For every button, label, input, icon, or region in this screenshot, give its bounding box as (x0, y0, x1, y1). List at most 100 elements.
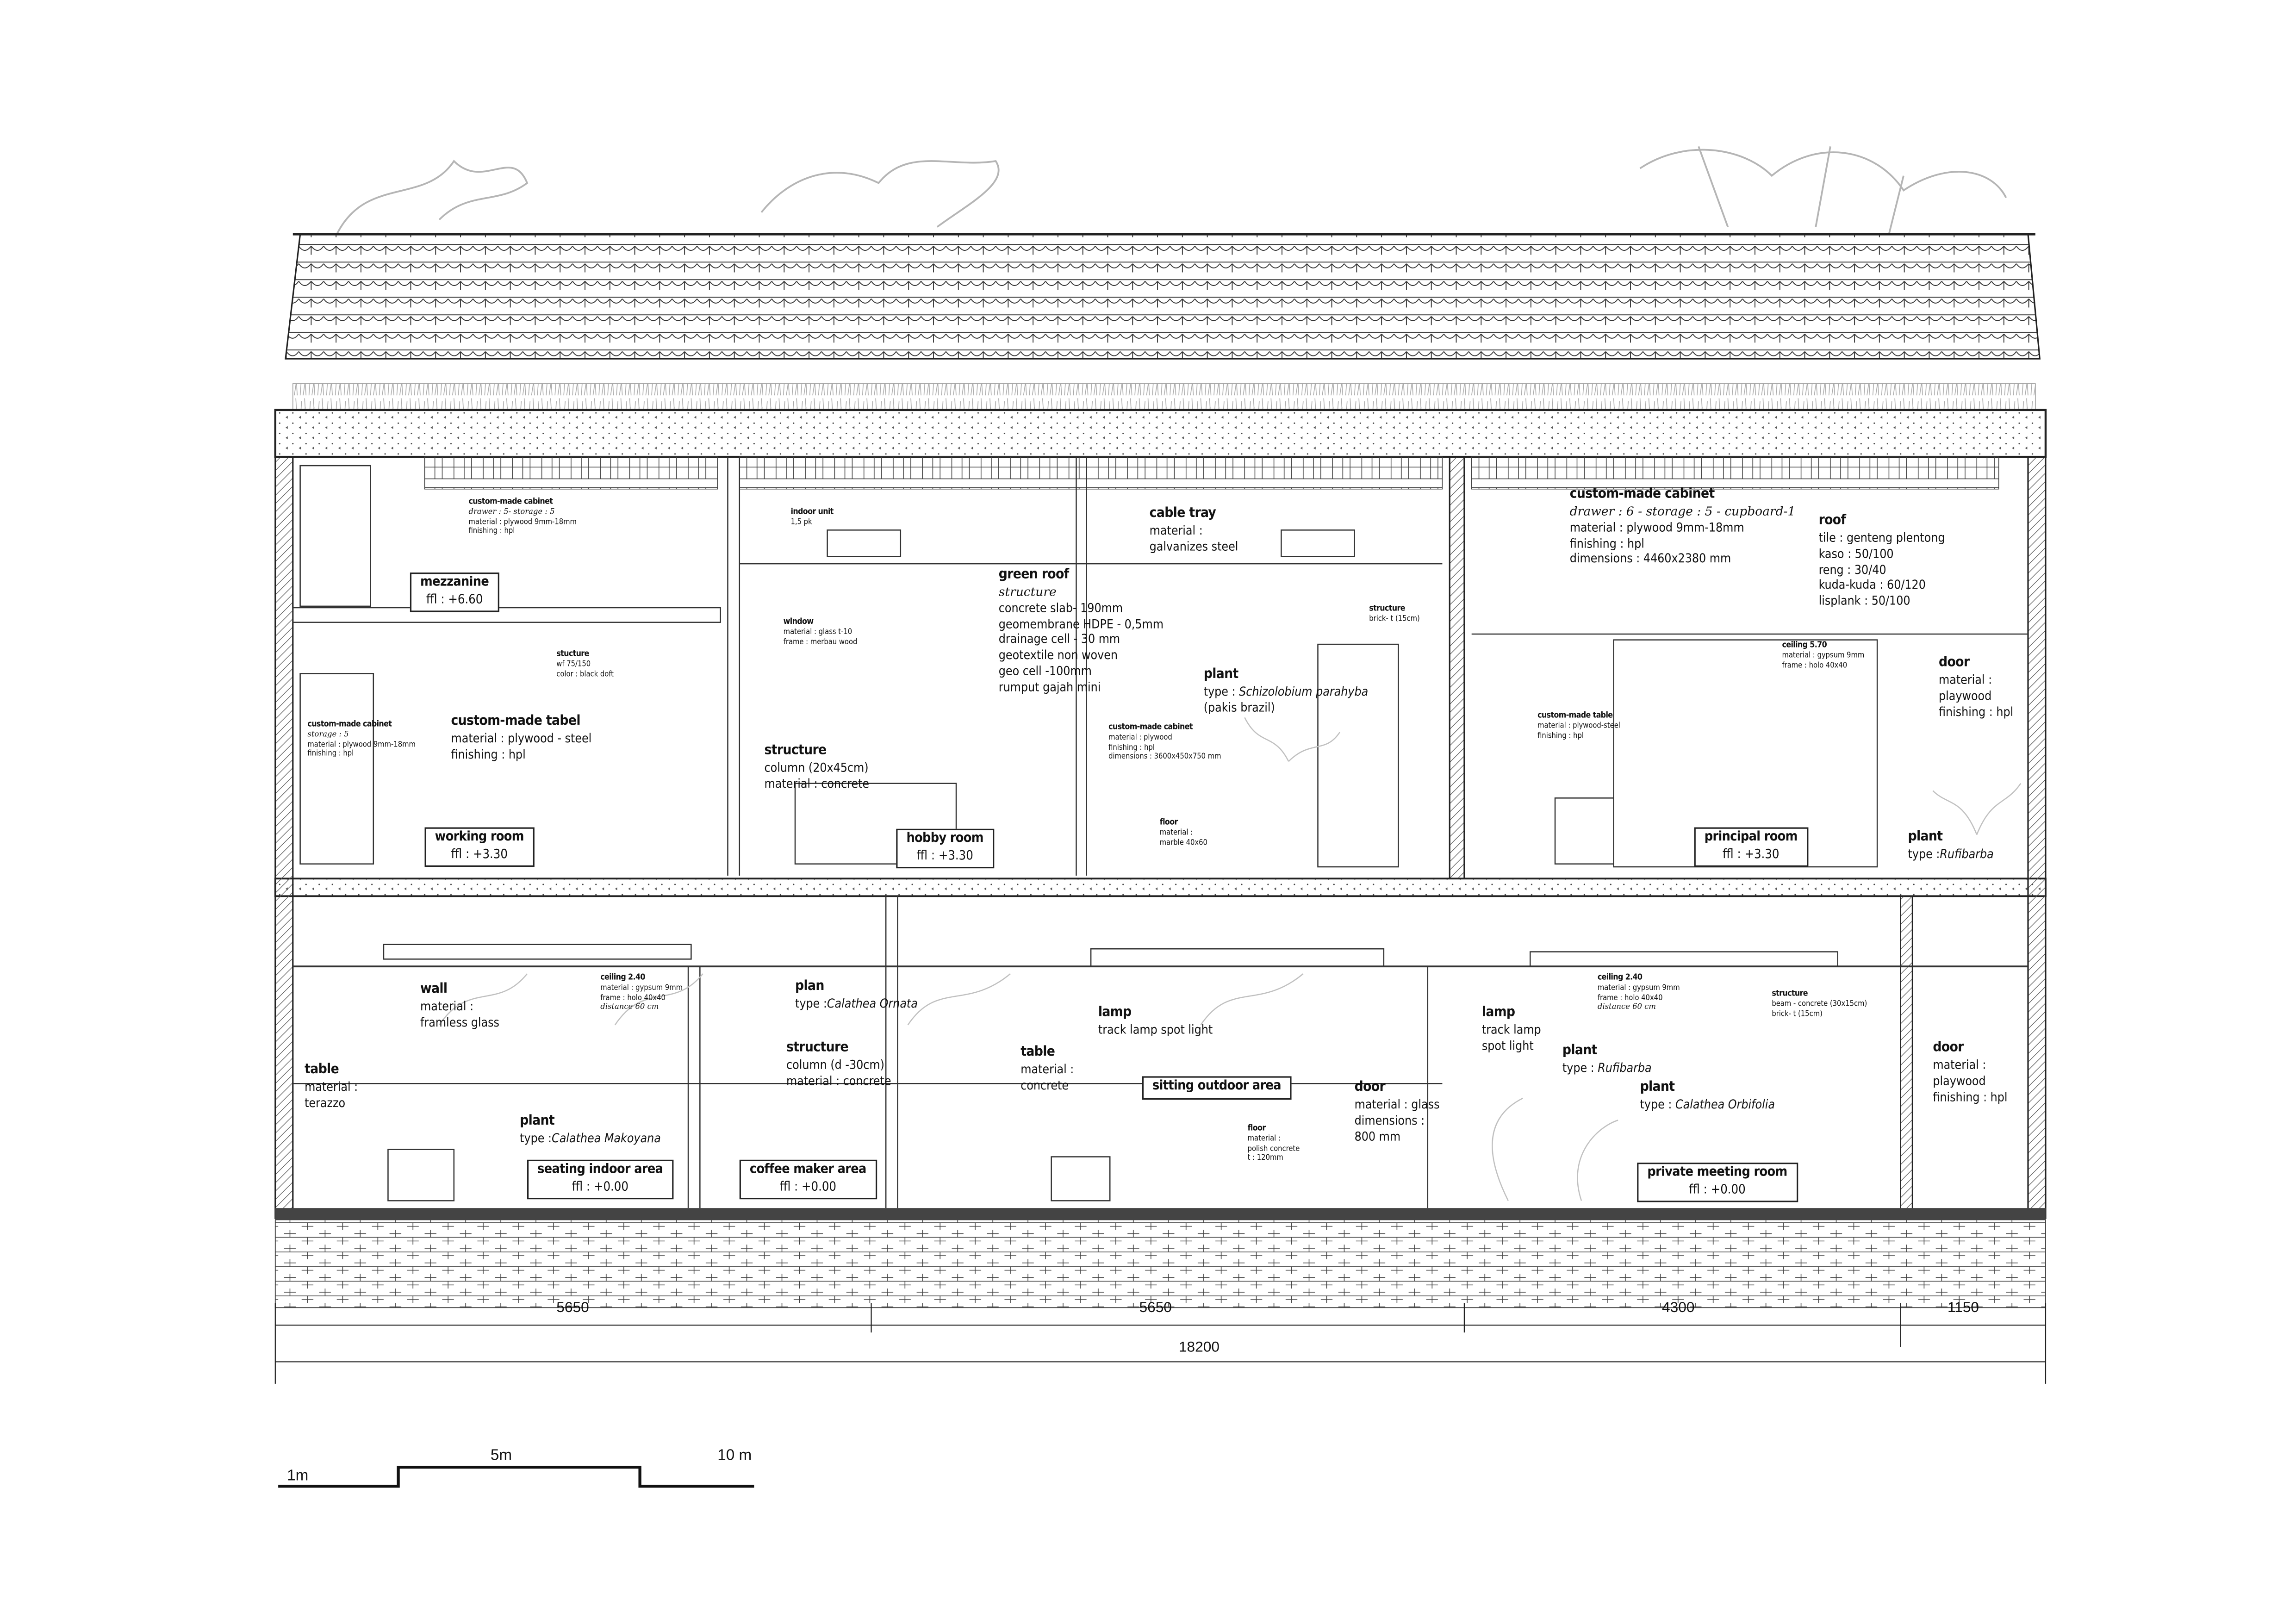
annotation-text: color : black doft (556, 670, 614, 679)
room-name: sitting outdoor area (1152, 1079, 1282, 1094)
annotation-line: finishing : hpl (468, 528, 576, 537)
annotation-text: type : (1562, 1060, 1598, 1075)
annotation-line: polish concrete (1248, 1145, 1300, 1155)
annotation-line: color : black doft (556, 670, 614, 680)
annotation-text: drainage cell - 30 mm (998, 631, 1120, 647)
annotation-text: playwood (1933, 1073, 1986, 1088)
annotation-line: material : glass (1355, 1097, 1440, 1113)
annotation-text: column (d -30cm) (786, 1057, 884, 1072)
annotation-line: tile : genteng plentong (1819, 530, 1945, 546)
partition-wall (1449, 456, 1465, 879)
annotation-title: lamp (1098, 1004, 1132, 1021)
annotation-text: structure (998, 584, 1057, 599)
room-floor-level: ffl : +6.60 (426, 592, 483, 608)
annotation-line: distance 60 cm (1598, 1004, 1680, 1014)
annotation-title: ceiling 5.70 (1782, 641, 1827, 650)
annotation-text: dimensions : (1354, 1112, 1425, 1127)
species-name: Rufibarba (1598, 1060, 1652, 1075)
dimension-label: 5650 (556, 1300, 589, 1317)
room-name: private meeting room (1647, 1165, 1787, 1181)
tile-roof (285, 233, 2041, 360)
room-floor-level: ffl : +3.30 (451, 847, 508, 862)
annotation-text: finishing : hpl (1108, 743, 1155, 753)
annotation-line: type :Calathea Ornata (795, 996, 918, 1012)
annotation-line: frame : holo 40x40 (1598, 994, 1680, 1004)
annotation-line: reng : 30/40 (1819, 561, 1945, 577)
annotation-text: finishing : hpl (468, 528, 515, 537)
annotation-text: type : (1203, 684, 1239, 699)
annotation-text: material : concrete (764, 776, 870, 790)
annotation-text: brick- t (15cm) (1369, 615, 1420, 624)
annotation-title: floor (1159, 818, 1178, 828)
annotation-text: material : plywood 9mm-18mm (468, 518, 577, 527)
annotation-line: column (20x45cm) (765, 760, 870, 776)
annotation-line: material : plywood - steel (451, 731, 591, 747)
room-name: working room (435, 830, 524, 845)
roof-slab (274, 409, 2047, 458)
annotation-text: material : glass (1354, 1096, 1440, 1112)
annotation-title: ceiling 2.40 (1597, 973, 1643, 983)
annotation-text: track lamp (1481, 1022, 1541, 1037)
annotation-line: material : concrete (765, 776, 870, 791)
annotation-line: geotextile non woven (999, 647, 1164, 663)
annotation-text: material : gypsum 9mm (600, 984, 683, 993)
annotation-line: finishing : hpl (451, 747, 591, 762)
room-name: hobby room (906, 832, 983, 846)
annotation-line: beam - concrete (30x15cm) (1772, 1000, 1867, 1010)
annotation-text: beam - concrete (30x15cm) (1772, 1000, 1867, 1009)
annotation-text: distance 60 cm (600, 1003, 659, 1013)
annotation-line: track lamp spot light (1098, 1022, 1213, 1038)
annotation-line: material : plywood 9mm-18mm (1570, 519, 1796, 535)
annotation-title: custom-made cabinet (1108, 723, 1193, 732)
annotation-text: material : (1247, 1135, 1281, 1144)
annotation-text: material : glass t-10 (783, 628, 852, 637)
annotation-text: wf 75/150 (556, 660, 591, 670)
annotation-text: dimensions : 4460x2380 mm (1569, 551, 1731, 566)
annotation-title: custom-made tabel (451, 713, 580, 729)
annotation-line: dimensions : 3600x450x750 mm (1108, 753, 1221, 763)
annotation-title: stucture (556, 650, 589, 659)
annotation-line: t : 120mm (1248, 1155, 1300, 1164)
annotation-title: custom-made cabinet (307, 720, 392, 729)
annotation-title: plant (1908, 828, 1943, 845)
annotation-text: dimensions : 3600x450x750 mm (1108, 753, 1221, 762)
annotation-line: finishing : hpl (1108, 744, 1221, 753)
annotation-line: distance 60 cm (600, 1004, 683, 1014)
annotation-line: concrete slab- 190mm (999, 600, 1164, 616)
annotation-line: rumput gajah mini (999, 679, 1164, 695)
annotation-title: custom-made table (1537, 711, 1613, 721)
annotation-text: geotextile non woven (998, 647, 1118, 662)
scale-label: 10 m (717, 1446, 752, 1464)
annotation-text: drawer : 5- storage : 5 (468, 508, 555, 517)
annotation-title: structure (1772, 989, 1808, 999)
annotation-title: ceiling 2.40 (600, 973, 645, 983)
species-name: Calathea Makoyana (552, 1130, 661, 1145)
annotation-text: spot light (1481, 1038, 1534, 1053)
annotation-line: finishing : hpl (307, 750, 415, 760)
annotation-text: finishing : hpl (1933, 1089, 2008, 1104)
annotation-custom-made-tabel: custom-made tabel material : plywood - st… (451, 713, 591, 762)
annotation-line: drawer : 5- storage : 5 (468, 508, 576, 518)
annotation-text: frame : holo 40x40 (1782, 661, 1848, 671)
annotation-text: 800 mm (1354, 1128, 1401, 1143)
annotation-text: material : (1020, 1061, 1074, 1076)
annotation-text: material : (1933, 1057, 1986, 1072)
annotation-line: material : (305, 1079, 358, 1095)
annotation-line: storage : 5 (307, 731, 415, 740)
annotation-text: terazzo (305, 1095, 346, 1110)
annotation-text: frame : holo 40x40 (1597, 994, 1663, 1003)
annotation-line: material : (1020, 1062, 1074, 1077)
